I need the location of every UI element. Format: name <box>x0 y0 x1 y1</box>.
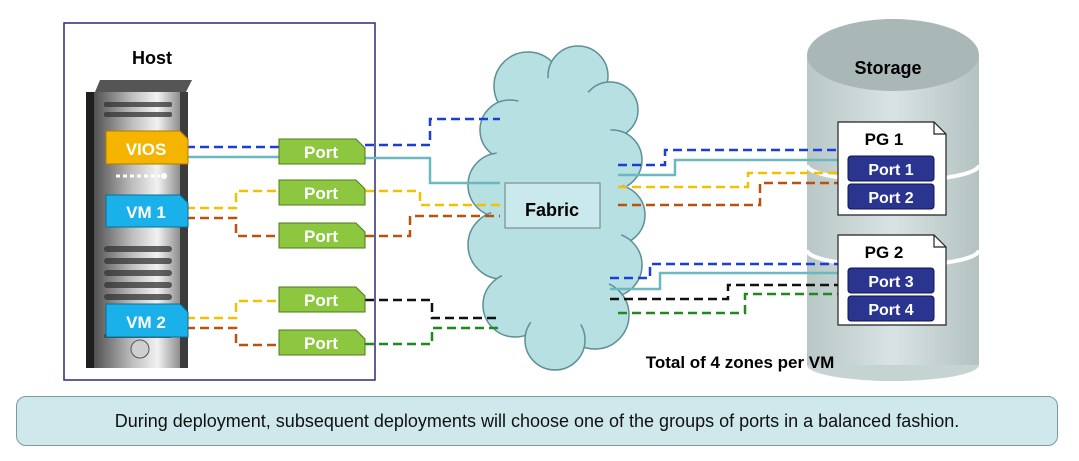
storage-port-3 <box>847 267 935 294</box>
link-vm2-black <box>365 283 840 320</box>
host-port-2: Port <box>278 179 366 206</box>
host-port-4-label: Port <box>304 291 338 310</box>
link-vios-teal <box>186 155 840 185</box>
vios-label: VIOS <box>126 140 167 159</box>
host-port-3-label: Port <box>304 227 338 246</box>
storage-port-2 <box>847 183 935 210</box>
port-group-2: PG 2 Port 3 Port 4 <box>837 234 947 326</box>
storage-port-1-label: Port 1 <box>868 162 913 179</box>
connection-lines <box>186 117 840 347</box>
vm1-label: VM 1 <box>126 203 166 222</box>
fabric-label-box <box>504 182 601 229</box>
host-port-1: Port <box>278 138 366 165</box>
link-vios-blue <box>186 117 840 167</box>
storage-title: Storage <box>854 58 921 78</box>
caption-banner: During deployment, subsequent deployment… <box>16 396 1058 446</box>
port-group-1: PG 1 Port 1 Port 2 <box>837 121 947 216</box>
storage-port-4-label: Port 4 <box>868 302 913 319</box>
host-port-2-label: Port <box>304 184 338 203</box>
link-vm2-teal <box>610 271 840 291</box>
pg1-label: PG 1 <box>865 130 904 149</box>
storage-port-3-label: Port 3 <box>868 274 913 291</box>
link-vm2-orange <box>186 326 280 347</box>
fabric-label: Fabric <box>525 200 579 220</box>
vm1-box: VM 1 <box>105 194 189 228</box>
caption-text: During deployment, subsequent deployment… <box>114 410 960 431</box>
pg2-label: PG 2 <box>865 243 904 262</box>
zones-note: Total of 4 zones per VM <box>646 353 835 372</box>
host-port-3: Port <box>278 222 366 249</box>
host-port-5: Port <box>278 329 366 356</box>
vios-box: VIOS <box>105 130 189 165</box>
link-vm2-yellow <box>186 299 280 320</box>
vm2-label: VM 2 <box>126 313 166 332</box>
vm2-box: VM 2 <box>105 303 189 338</box>
host-port-4: Port <box>278 286 366 313</box>
storage-port-4 <box>847 295 935 322</box>
link-vm2-blue <box>610 262 840 280</box>
host-port-1-label: Port <box>304 143 338 162</box>
link-vm1-yellow <box>186 171 840 210</box>
host-port-5-label: Port <box>304 334 338 353</box>
link-vm2-green <box>365 292 840 346</box>
storage-port-1 <box>847 155 935 182</box>
host-title: Host <box>132 48 172 68</box>
vios-led <box>161 173 167 179</box>
storage-port-2-label: Port 2 <box>868 190 913 207</box>
link-vm1-orange <box>186 181 840 238</box>
